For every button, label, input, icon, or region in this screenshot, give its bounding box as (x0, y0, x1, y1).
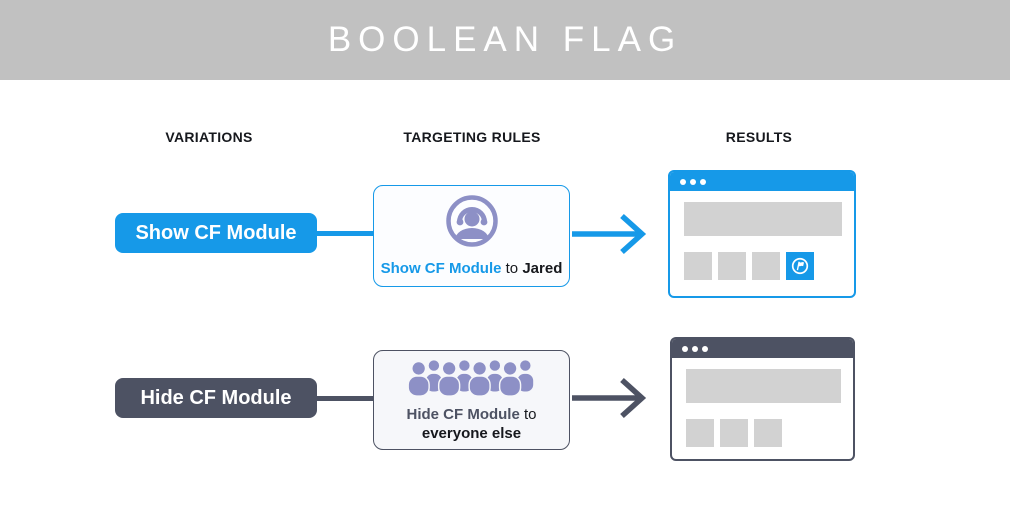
arrow-right-icon (572, 213, 647, 255)
column-header-targeting-rules: TARGETING RULES (403, 129, 541, 145)
rule-connector: to (523, 405, 537, 423)
window-dot (700, 178, 706, 185)
browser-titlebar (670, 172, 854, 191)
rule-text-show: Show CF Module to Jared (381, 259, 563, 279)
targeting-rule-box-show: Show CF Module to Jared (373, 185, 570, 287)
variation-pill-hide-cf-module: Hide CF Module (115, 378, 317, 418)
rule-flag-name: Show CF Module (380, 259, 502, 277)
rule-audience: everyone else (421, 425, 522, 442)
placeholder-row (686, 419, 841, 447)
placeholder-square (754, 419, 782, 447)
title-banner: BOOLEAN FLAG (0, 0, 1010, 80)
window-dot (682, 345, 688, 352)
rule-flag-name: Hide CF Module (406, 405, 520, 423)
window-dot (692, 345, 698, 352)
browser-titlebar (672, 339, 853, 358)
connector-line-show (315, 231, 374, 236)
result-browser-hide (670, 337, 855, 461)
variation-pill-show-cf-module: Show CF Module (115, 213, 317, 253)
rule-audience: Jared (522, 259, 563, 277)
flag-logo-icon (791, 257, 809, 275)
single-user-icon (445, 194, 499, 253)
placeholder-square (720, 419, 748, 447)
placeholder-square (686, 419, 714, 447)
rule-connector: to (505, 259, 519, 277)
connector-line-hide (315, 396, 374, 401)
placeholder-square (684, 252, 712, 280)
page-title: BOOLEAN FLAG (327, 20, 683, 59)
browser-content (670, 191, 854, 280)
browser-content (672, 358, 853, 447)
column-header-variations: VARIATIONS (165, 129, 253, 145)
crowd-icon (406, 357, 538, 402)
window-dot (702, 345, 708, 352)
placeholder-square (752, 252, 780, 280)
column-header-results: RESULTS (725, 129, 793, 145)
placeholder-banner (684, 202, 842, 236)
result-browser-show (668, 170, 856, 298)
placeholder-row (684, 252, 842, 280)
placeholder-square (718, 252, 746, 280)
cf-module-tile (786, 252, 814, 280)
placeholder-banner (686, 369, 841, 403)
window-dot (690, 178, 696, 185)
arrow-right-icon (572, 377, 647, 419)
window-dot (680, 178, 686, 185)
